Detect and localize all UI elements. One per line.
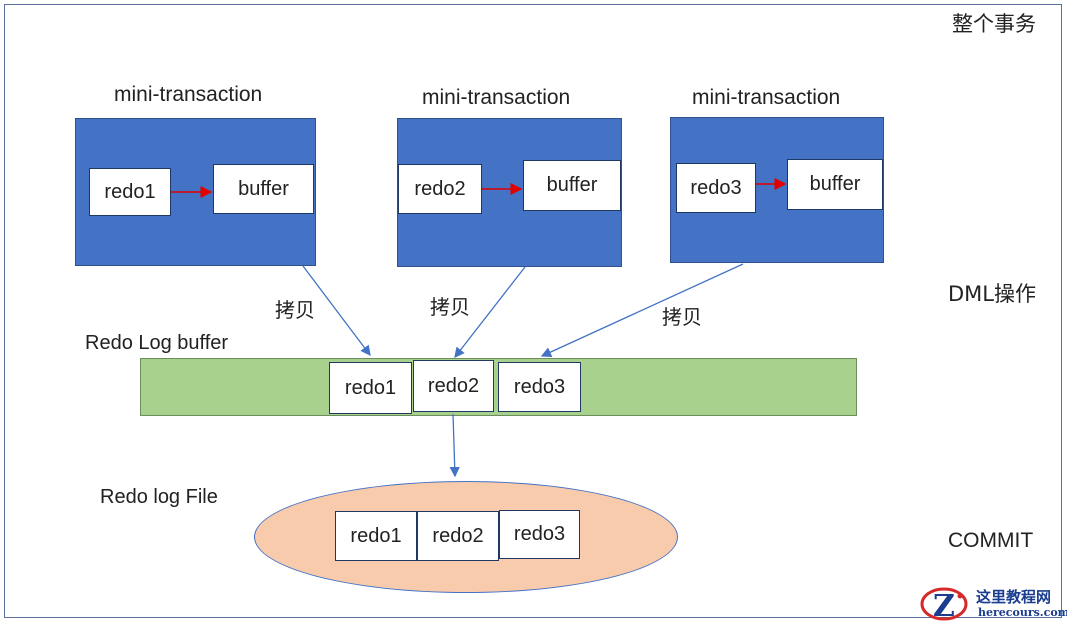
diagram-frame — [4, 4, 1062, 618]
file-redo3: redo3 — [499, 510, 580, 559]
buffer-redo2: redo2 — [413, 360, 494, 412]
watermark-url: herecours.com — [978, 606, 1067, 619]
copy-label-2: 拷贝 — [430, 295, 470, 319]
buffer-redo3: redo3 — [498, 362, 581, 412]
buffer-redo1: redo1 — [329, 362, 412, 414]
file-redo2: redo2 — [417, 511, 499, 561]
label-whole-transaction: 整个事务 — [952, 12, 1036, 36]
label-commit: COMMIT — [948, 529, 1034, 552]
mt2-buffer-box: buffer — [523, 160, 621, 211]
mini-transaction-title-1: mini-transaction — [114, 83, 263, 106]
copy-arrow-2 — [454, 266, 526, 359]
copy-label-1: 拷贝 — [275, 298, 315, 322]
flush-arrow — [449, 413, 460, 478]
mt2-redo-box: redo2 — [398, 164, 482, 214]
watermark-logo: Z 这里教程网 herecours.com — [920, 584, 1067, 624]
redo-log-file-title: Redo log File — [100, 486, 218, 508]
copy-arrow-3 — [540, 263, 744, 357]
file-redo1: redo1 — [335, 511, 417, 561]
mt1-redo-box: redo1 — [89, 168, 171, 216]
mt1-buffer-box: buffer — [213, 164, 314, 214]
logo-z-icon: Z — [920, 587, 968, 624]
mt3-redo-box: redo3 — [676, 163, 756, 213]
copy-label-3: 拷贝 — [662, 305, 702, 329]
redo-log-file-ellipse — [254, 481, 678, 593]
mini-transaction-title-2: mini-transaction — [422, 86, 571, 109]
mt3-buffer-box: buffer — [787, 159, 883, 210]
label-dml: DML操作 — [948, 282, 1036, 306]
svg-text:Z: Z — [933, 589, 955, 624]
copy-arrow-1 — [302, 265, 371, 357]
watermark-name: 这里教程网 — [976, 588, 1052, 606]
redo-log-buffer-title: Redo Log buffer — [85, 332, 229, 354]
mini-transaction-title-3: mini-transaction — [692, 86, 841, 109]
